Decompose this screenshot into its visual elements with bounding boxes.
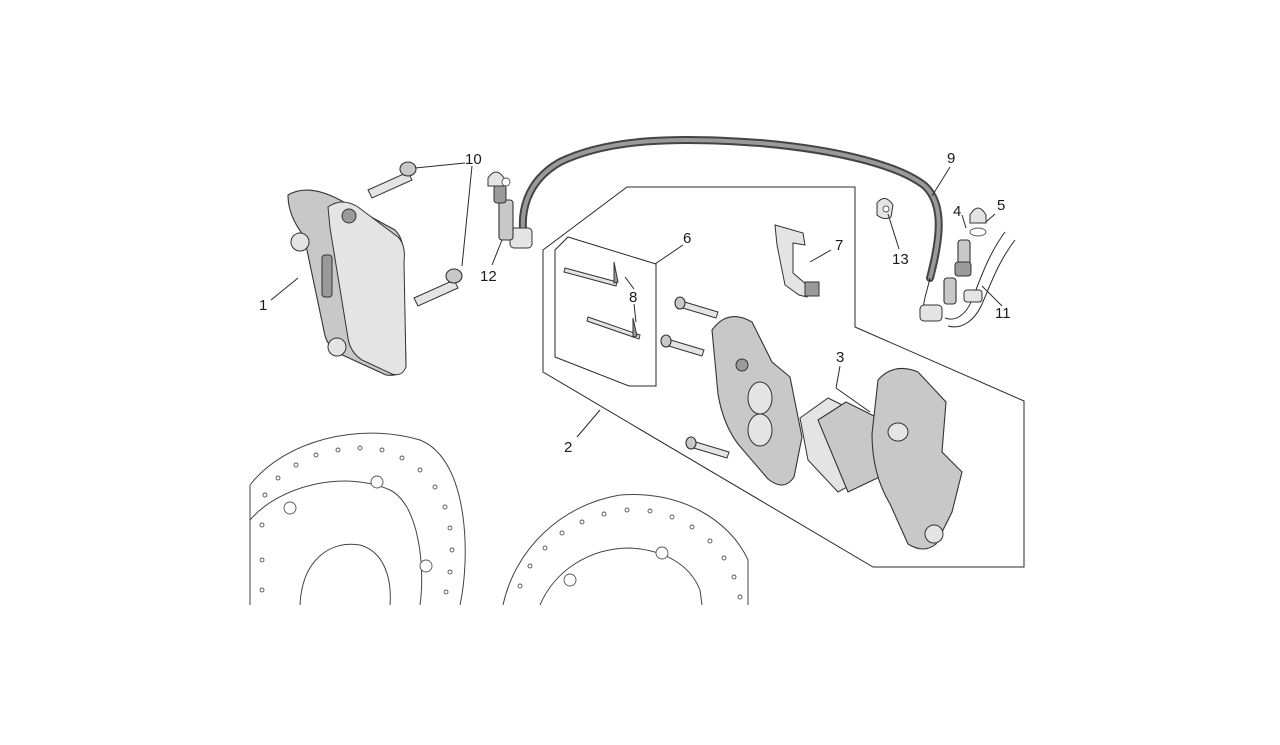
caliper-bolts [367, 161, 463, 307]
callout-3: 3 [836, 349, 844, 366]
hose-fitting-left [487, 171, 533, 249]
hose-fitting-right [919, 207, 1016, 328]
callout-9: 9 [947, 150, 955, 167]
kit-bolts [660, 296, 730, 459]
callout-2: 2 [564, 439, 572, 456]
pin-kit-box [554, 236, 657, 387]
callout-12: 12 [480, 268, 497, 285]
callout-13: 13 [892, 251, 909, 268]
disc-left-holes [259, 445, 455, 595]
brake-pads [799, 397, 891, 493]
pad-spring-bracket [774, 224, 820, 298]
caliper-outer-half [871, 367, 963, 550]
brake-disc-left [249, 432, 466, 606]
callout-4: 4 [953, 203, 961, 220]
callout-10: 10 [465, 151, 482, 168]
brake-caliper-left [287, 189, 407, 376]
callout-6: 6 [683, 230, 691, 247]
callout-1: 1 [259, 297, 267, 314]
pad-pins [563, 261, 641, 340]
callout-5: 5 [997, 197, 1005, 214]
hose-clip [876, 198, 894, 220]
callout-7: 7 [835, 237, 843, 254]
brake-hose [518, 135, 943, 282]
callout-8: 8 [629, 289, 637, 306]
kit-outline-box [542, 186, 1025, 568]
callout-11: 11 [995, 305, 1011, 322]
disc-right-holes [517, 507, 743, 600]
caliper-inner-half [711, 316, 803, 486]
brake-disc-right [502, 493, 749, 606]
leader-lines [270, 162, 1003, 438]
